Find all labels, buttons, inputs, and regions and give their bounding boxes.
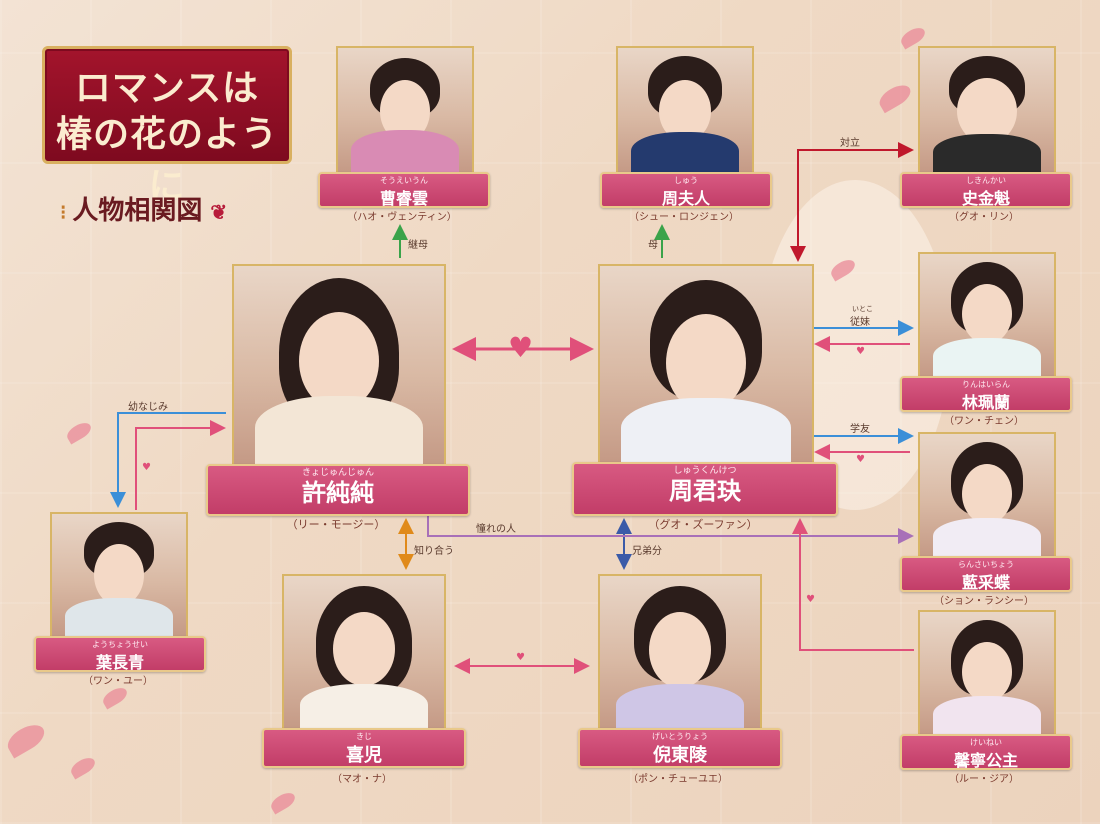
relation-label-admired: 憧れの人 xyxy=(476,520,516,535)
heart-icon: ♥ xyxy=(142,462,151,473)
portrait-lin-peilan xyxy=(918,252,1056,380)
actor-name: （ルー・ジア） xyxy=(900,770,1068,785)
heart-icon: ♥ xyxy=(508,334,533,362)
relation-label-acquainted: 知り合う xyxy=(414,542,454,557)
portrait-shi-jinkui xyxy=(918,46,1056,176)
portrait-madam-zhou xyxy=(616,46,754,176)
actor-name: （シュー・ロンジェン） xyxy=(600,208,768,223)
actor-name: （リー・モージー） xyxy=(206,516,466,532)
nameplate-cao-ruiyun: そうえいうん 曹睿雲 xyxy=(318,172,490,208)
actor-name: （ワン・チェン） xyxy=(900,412,1068,427)
relation-label-classmate: 学友 xyxy=(850,420,870,435)
actor-name: （ワン・ユー） xyxy=(34,672,202,687)
nameplate-princess-xinning: けいねい 馨寧公主 xyxy=(900,734,1072,770)
relation-label-stepmother: 継母 xyxy=(408,236,428,251)
nameplate-zhou-junjue: しゅうくんけつ 周君玦 xyxy=(572,462,838,516)
character-name: 藍采蝶 xyxy=(902,569,1070,593)
portrait-ni-dongling xyxy=(598,574,762,732)
nameplate-xier: きじ 喜児 xyxy=(262,728,466,768)
portrait-cao-ruiyun xyxy=(336,46,474,176)
heart-icon: ♥ xyxy=(856,454,865,465)
portrait-xier xyxy=(282,574,446,732)
portrait-ye-changqing xyxy=(50,512,188,640)
heart-icon: ♥ xyxy=(806,594,815,605)
character-name: 周夫人 xyxy=(602,185,770,209)
relation-label-childhood-friend: 幼なじみ xyxy=(128,398,168,413)
portrait-princess-xinning xyxy=(918,610,1056,738)
nameplate-lin-peilan: りんはいらん 林珮蘭 xyxy=(900,376,1072,412)
actor-name: （グオ・ズーファン） xyxy=(572,516,834,532)
nameplate-shi-jinkui: しきんかい 史金魁 xyxy=(900,172,1072,208)
nameplate-lan-caidie: らんさいちょう 藍采蝶 xyxy=(900,556,1072,592)
nameplate-madam-zhou: しゅう 周夫人 xyxy=(600,172,772,208)
nameplate-xu-chunchun: きょじゅんじゅん 許純純 xyxy=(206,464,470,516)
relation-label-cousin: 従妹 xyxy=(850,313,870,328)
actor-name: （マオ・ナ） xyxy=(262,770,462,785)
character-name: 林珮蘭 xyxy=(902,389,1070,413)
relation-label-mother: 母 xyxy=(648,236,658,251)
relation-label-rival: 対立 xyxy=(840,134,860,149)
character-name: 曹睿雲 xyxy=(320,185,488,209)
character-name: 葉長青 xyxy=(36,649,204,673)
relation-label-sworn-brother: 兄弟分 xyxy=(632,542,662,557)
portrait-xu-chunchun xyxy=(232,264,446,468)
nameplate-ni-dongling: げいとうりょう 倪東陵 xyxy=(578,728,782,768)
character-name: 馨寧公主 xyxy=(902,747,1070,771)
portrait-lan-caidie xyxy=(918,432,1056,560)
character-name: 許純純 xyxy=(208,478,468,508)
actor-name: （ポン・チューユエ） xyxy=(578,770,778,785)
heart-icon: ♥ xyxy=(856,346,865,357)
actor-name: （グオ・リン） xyxy=(900,208,1068,223)
portrait-zhou-junjue xyxy=(598,264,814,466)
actor-name: （ハオ・ヴェンティン） xyxy=(318,208,486,223)
heart-icon: ♥ xyxy=(516,652,525,663)
actor-name: （ション・ランシー） xyxy=(900,592,1068,607)
character-name: 倪東陵 xyxy=(580,741,780,767)
character-name: 史金魁 xyxy=(902,185,1070,209)
character-name: 喜児 xyxy=(264,741,464,767)
character-name: 周君玦 xyxy=(574,476,836,506)
nameplate-ye-changqing: ようちょうせい 葉長青 xyxy=(34,636,206,672)
